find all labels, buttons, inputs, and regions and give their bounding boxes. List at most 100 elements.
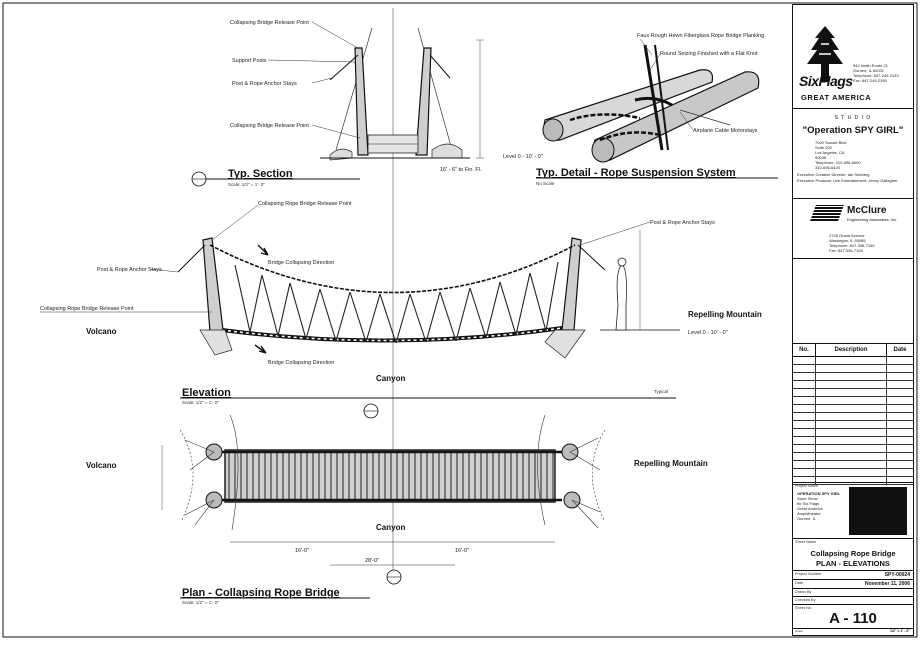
title-block: 542 North Route 21 Gurnee, IL 60031 Tele…: [792, 4, 914, 636]
studio-address-line: Telephone: 310-696-6600: [815, 160, 861, 165]
revision-row: [793, 357, 913, 365]
revisions-col-no: No.: [793, 344, 816, 356]
detail-label-cable: Airplane Cable Motorstays: [693, 128, 758, 134]
revision-row: [793, 397, 913, 405]
section-label-release-bottom: Collapsing Bridge Release Point: [230, 123, 309, 129]
elevation-label-volcano: Volcano: [86, 327, 117, 336]
project-name-lines: OPERATION SPY GIRL Stunt Show for Six Fl…: [797, 491, 840, 521]
drawn-by-field: Drawn By: [793, 589, 913, 597]
engineer-section: McClure Engineering Associates, Inc. 272…: [793, 199, 913, 259]
elevation-label-canyon: Canyon: [376, 374, 405, 383]
date-field: Date November 11, 2006: [793, 580, 913, 589]
field-value: November 11, 2006: [864, 581, 910, 587]
client-address-line: Telephone: 847-249-2133: [853, 73, 899, 78]
section-label-release-top: Collapsing Bridge Release Point: [230, 20, 309, 26]
studio-section: S T U D I O "Operation SPY GIRL" 7020 Su…: [793, 109, 913, 199]
plan-dim-center: 28'-0": [365, 558, 379, 564]
support-post-right: [415, 47, 432, 156]
studio-director: Executive Creative Director: Ian Seeberg: [797, 172, 870, 177]
studio-address-line: 90046: [815, 155, 827, 160]
revision-row: [793, 389, 913, 397]
sheet-number: A - 110: [829, 610, 877, 627]
plan-label-mountain: Repelling Mountain: [634, 459, 708, 468]
revisions-header: No. Description Date: [793, 344, 913, 357]
elevation-label-release-top: Collapsing Rope Bridge Release Point: [258, 201, 352, 207]
project-name-line: Gurnee, IL: [797, 516, 816, 521]
revision-row: [793, 445, 913, 453]
section-dim-label: 16' - 6" to Fin. Fl.: [440, 167, 482, 173]
project-name-field: Project Name OPERATION SPY GIRL Stunt Sh…: [793, 483, 913, 539]
elevation-handrope: [209, 244, 576, 294]
section-label-support-posts: Support Posts: [232, 58, 267, 64]
elevation-label-post-anchor: Post & Rope Anchor Stays: [650, 220, 715, 226]
client-section: 542 North Route 21 Gurnee, IL 60031 Tele…: [793, 5, 913, 109]
project-thumbnail: [849, 487, 907, 535]
field-key: Sheet No.: [795, 606, 812, 610]
plan-label-canyon: Canyon: [376, 523, 405, 532]
elevation-post-left: [202, 237, 224, 333]
plan-planks: [228, 452, 554, 500]
studio-address: 7020 Sunset Blvd Suite 200 Los Angeles, …: [815, 140, 913, 170]
elevation-label-rope-anchor-left: Post & Rope Anchor Stays: [97, 267, 162, 273]
elevation-post-right: [561, 237, 582, 331]
revision-row: [793, 453, 913, 461]
section-level-label: Level 0 - 10' - 0": [503, 154, 543, 160]
project-name-key: Project Name: [795, 484, 819, 488]
client-address: 542 North Route 21 Gurnee, IL 60031 Tele…: [853, 63, 913, 83]
mcclure-logo-icon: [810, 205, 844, 221]
engineer-address-line: Fax: 847-336-7155: [829, 248, 863, 253]
plan-label-volcano: Volcano: [86, 461, 117, 470]
revision-row: [793, 429, 913, 437]
studio-project-title: "Operation SPY GIRL": [802, 125, 904, 136]
studio-producer: Executive Producer Live Entertainment: J…: [797, 178, 898, 183]
revision-row: [793, 437, 913, 445]
engineer-sub: Engineering Associates, Inc.: [847, 217, 898, 222]
sheet-name-line2: PLAN - ELEVATIONS: [816, 559, 890, 568]
field-key: Checked By: [795, 598, 816, 602]
collapse-arrow-top: [257, 244, 269, 256]
elevation-label-typical: Typical: [654, 389, 668, 394]
sixflags-logo-icon: [807, 26, 843, 82]
project-number-field: Project Number SPY-00024: [793, 571, 913, 580]
plan-dim-right: 16'-0": [455, 548, 469, 554]
project-name-line: for Six Flags: [797, 501, 820, 506]
plan-view: Volcano Repelling Mountain Canyon 16'-0"…: [86, 403, 708, 605]
field-key: Drawn By: [795, 590, 812, 594]
detail-view: Faux Rough Hewn Fiberglass Rope Bridge P…: [536, 33, 778, 186]
elevation-view: Collapsing Rope Bridge Release Point Pos…: [40, 201, 762, 405]
engineer-address: 2728 Grand Avenue Waukegan, IL 60085 Tel…: [829, 233, 875, 253]
revision-row: [793, 421, 913, 429]
studio-address-line: 310-696-6424: [815, 165, 840, 170]
revisions-col-description: Description: [816, 344, 887, 356]
sheet-name-key: Sheet Name: [795, 540, 817, 544]
engineer-name: McClure: [847, 205, 887, 216]
client-sub: GREAT AMERICA: [801, 93, 872, 102]
field-value: 1/2" = 1' - 0": [889, 629, 910, 633]
detail-label-planking: Faux Rough Hewn Fiberglass Rope Bridge P…: [637, 33, 764, 39]
revision-row: [793, 373, 913, 381]
project-name-line: Stunt Show: [797, 496, 818, 501]
engineer-address-line: Waukegan, IL 60085: [829, 238, 866, 243]
elevation-label-mountain: Repelling Mountain: [688, 310, 762, 319]
project-name-line: OPERATION SPY GIRL: [797, 491, 841, 496]
elevation-label-release-left: Collapsing Rope Bridge Release Point: [40, 306, 134, 312]
elevation-scale: Scale: 1/2" = 1'- 0": [182, 400, 219, 405]
human-figure: [615, 264, 627, 331]
revision-row: [793, 381, 913, 389]
studio-name: S T U D I O: [834, 115, 872, 121]
checked-by-field: Checked By: [793, 597, 913, 605]
detail-label-rope-seating: Round Seizing Finished with a Flat Knot: [660, 51, 758, 57]
revision-row: [793, 405, 913, 413]
revision-row: [793, 365, 913, 373]
plan-scale: Scale: 1/2" = 1'- 0": [182, 600, 219, 605]
elevation-title: Elevation: [182, 387, 231, 399]
plan-title: Plan - Collapsing Rope Bridge: [182, 587, 340, 599]
sheet-name-field: Sheet Name Collapsing Rope Bridge PLAN -…: [793, 539, 913, 571]
section-scale: Scale: 1/2" = 1'- 0": [228, 182, 265, 187]
scale-field: Scale 1/2" = 1' - 0": [793, 629, 913, 634]
revision-row: [793, 461, 913, 469]
client-brand: SixFlags: [799, 73, 853, 89]
